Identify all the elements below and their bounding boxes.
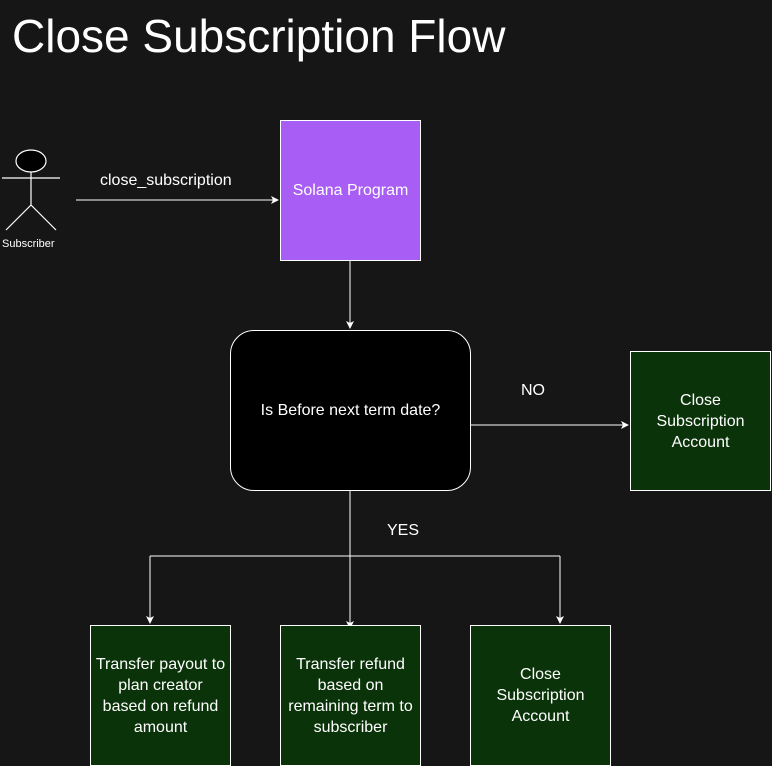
node-close-account-no-label: Close Subscription Account xyxy=(656,391,745,451)
node-solana-program-label: Solana Program xyxy=(292,182,409,199)
node-decision[interactable]: Is Before next term date? xyxy=(230,330,471,491)
node-transfer-payout-label: Transfer payout to plan creator based on… xyxy=(95,655,226,736)
node-transfer-refund[interactable]: Transfer refund based on remaining term … xyxy=(280,625,421,766)
page-title: Close Subscription Flow xyxy=(12,10,506,62)
stick-figure-icon xyxy=(2,149,60,231)
node-decision-label: Is Before next term date? xyxy=(260,402,441,419)
node-close-account-yes-label: Close Subscription Account xyxy=(496,666,585,725)
edge-label-close-subscription: close_subscription xyxy=(100,172,232,189)
node-transfer-refund-label: Transfer refund based on remaining term … xyxy=(288,655,413,736)
node-transfer-payout[interactable]: Transfer payout to plan creator based on… xyxy=(90,625,231,766)
actor-label: Subscriber xyxy=(2,238,55,250)
edge-label-no: NO xyxy=(521,382,545,399)
edge-label-yes: YES xyxy=(387,522,420,539)
node-close-account-no[interactable]: Close Subscription Account xyxy=(630,351,771,491)
node-close-account-yes[interactable]: Close Subscription Account xyxy=(470,625,611,766)
node-solana-program[interactable]: Solana Program xyxy=(280,120,421,261)
